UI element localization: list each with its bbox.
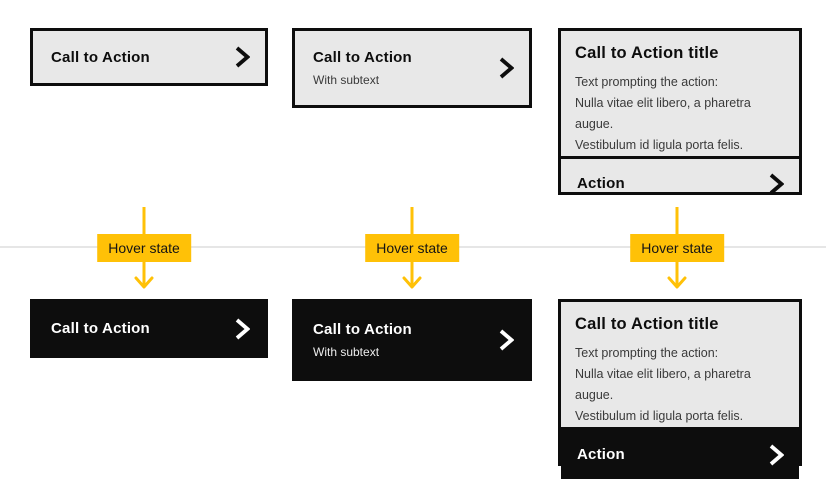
chevron-right-icon (499, 57, 514, 79)
cta-card-body-line: Nulla vitae elit libero, a pharetra augu… (575, 96, 751, 131)
cta-text-group: Call to Action With subtext (313, 49, 412, 87)
hover-annotation: Hover state (617, 206, 737, 292)
cta-card-body-line: Nulla vitae elit libero, a pharetra augu… (575, 367, 751, 402)
chevron-right-icon (769, 444, 784, 465)
hover-state-badge: Hover state (630, 234, 724, 262)
cta-label: Call to Action (51, 48, 150, 66)
cta-card-title: Call to Action title (575, 44, 719, 62)
cta-card-text-section: Call to Action title Text prompting the … (561, 31, 799, 156)
hover-annotation: Hover state (352, 206, 472, 292)
chevron-right-icon (499, 329, 514, 351)
hover-state-badge: Hover state (97, 234, 191, 262)
arrow-down-icon (134, 207, 154, 289)
cta-label: Call to Action (313, 49, 412, 66)
cta-label: Call to Action (51, 320, 150, 337)
cta-subtext: With subtext (313, 73, 380, 87)
cta-simple-default-button[interactable]: Call to Action (30, 28, 268, 86)
cta-card-body-line: Text prompting the action: (575, 75, 719, 89)
cta-card-body-line: Text prompting the action: (575, 346, 719, 360)
cta-card-body-line: Vestibulum id ligula porta felis. (575, 409, 744, 423)
chevron-right-icon (235, 46, 250, 68)
cta-card-body-line: Vestibulum id ligula porta felis. (575, 138, 744, 152)
section-divider (0, 246, 826, 248)
cta-card-title: Call to Action title (575, 315, 719, 333)
cta-text-group: Call to Action With subtext (313, 321, 412, 359)
chevron-right-icon (235, 318, 250, 339)
cta-simple-hover-button[interactable]: Call to Action (30, 299, 268, 358)
chevron-right-icon (769, 173, 784, 194)
cta-card-hover: Call to Action title Text prompting the … (558, 299, 802, 479)
arrow-down-icon (402, 207, 422, 289)
arrow-down-icon (667, 207, 687, 289)
cta-subtext-default-button[interactable]: Call to Action With subtext (292, 28, 532, 108)
cta-label: Call to Action (313, 321, 412, 338)
cta-subtext: With subtext (313, 345, 380, 359)
cta-card-action-button[interactable]: Action (561, 427, 799, 479)
action-label: Action (577, 446, 625, 463)
cta-card-text-section: Call to Action title Text prompting the … (561, 302, 799, 427)
cta-subtext-hover-button[interactable]: Call to Action With subtext (292, 299, 532, 381)
action-label: Action (577, 175, 625, 192)
cta-card-action-button[interactable]: Action (561, 156, 799, 208)
hover-annotation: Hover state (84, 206, 204, 292)
cta-card-default: Call to Action title Text prompting the … (558, 28, 802, 195)
hover-state-badge: Hover state (365, 234, 459, 262)
